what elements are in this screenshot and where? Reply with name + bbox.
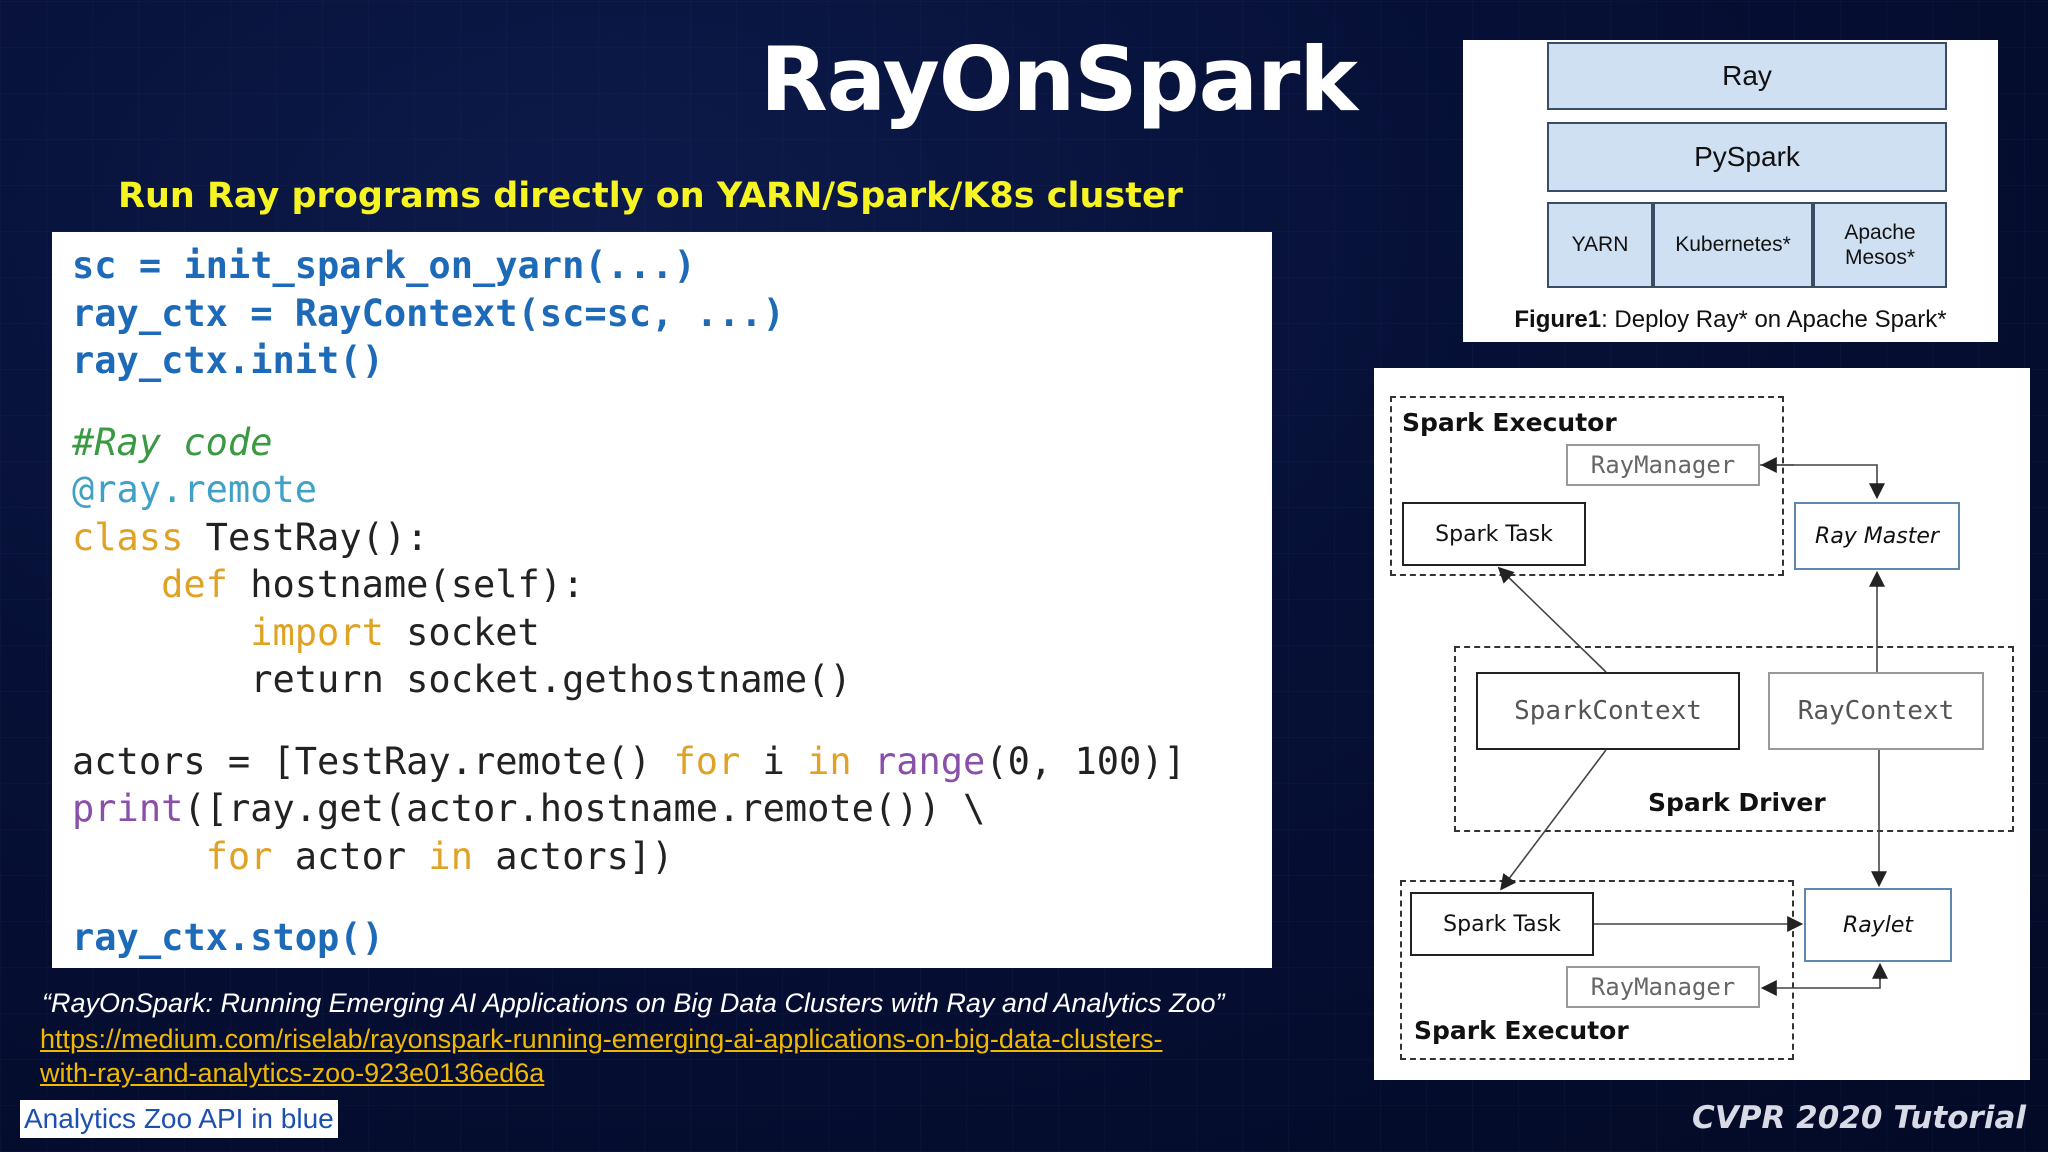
pyspark-layer: PySpark bbox=[1547, 122, 1947, 192]
code-indent bbox=[72, 611, 250, 654]
code-line-import: import socket bbox=[72, 609, 1252, 657]
builtin-range: range bbox=[873, 739, 986, 783]
code-line-actors: actors = [TestRay.remote() for i in rang… bbox=[72, 738, 1252, 786]
code-text: (0, 100)] bbox=[985, 739, 1186, 783]
raylet: Raylet bbox=[1804, 888, 1952, 962]
code-line-class: class TestRay(): bbox=[72, 514, 1252, 562]
code-gap bbox=[72, 880, 1252, 914]
yarn-layer: YARN bbox=[1547, 202, 1653, 288]
spark-task-bottom: Spark Task bbox=[1410, 892, 1594, 956]
kubernetes-layer: Kubernetes* bbox=[1653, 202, 1813, 288]
reference-link-line2[interactable]: with-ray-and-analytics-zoo-923e0136ed6a bbox=[40, 1058, 545, 1088]
figure1-caption-label: Figure1 bbox=[1514, 306, 1602, 333]
keyword-in: in bbox=[428, 834, 473, 878]
keyword-def: def bbox=[161, 563, 228, 606]
code-text: hostname(self): bbox=[227, 563, 585, 606]
code-indent bbox=[72, 835, 206, 878]
figure2-architecture-diagram: Spark Executor RayManager Spark Task Ray… bbox=[1374, 368, 2030, 1080]
api-note-label: Analytics Zoo API in blue bbox=[20, 1100, 338, 1138]
code-indent bbox=[72, 563, 161, 606]
code-line-ray-init: ray_ctx.init() bbox=[72, 339, 384, 382]
reference-link[interactable]: https://medium.com/riselab/rayonspark-ru… bbox=[40, 1022, 1340, 1090]
figure1-stack-diagram: Ray PySpark YARN Kubernetes* Apache Meso… bbox=[1463, 40, 1998, 342]
reference-quote: “RayOnSpark: Running Emerging AI Applica… bbox=[42, 988, 1225, 1018]
code-line-print: print([ray.get(actor.hostname.remote()) … bbox=[72, 785, 1252, 833]
code-gap bbox=[72, 385, 1252, 419]
spark-executor-top-label: Spark Executor bbox=[1402, 408, 1617, 437]
code-text: actors]) bbox=[472, 834, 674, 878]
spark-driver-label: Spark Driver bbox=[1648, 788, 1826, 817]
keyword-class: class bbox=[72, 515, 184, 559]
builtin-print: print bbox=[72, 787, 184, 830]
spark-task-top: Spark Task bbox=[1402, 502, 1586, 566]
reference-link-line1[interactable]: https://medium.com/riselab/rayonspark-ru… bbox=[40, 1024, 1163, 1054]
slide-title: RayOnSpark bbox=[760, 28, 1358, 131]
code-line-for-actor: for actor in actors]) bbox=[72, 833, 1252, 881]
code-line-decorator: @ray.remote bbox=[72, 468, 318, 511]
code-line-return: return socket.gethostname() bbox=[72, 658, 852, 701]
slide-subtitle: Run Ray programs directly on YARN/Spark/… bbox=[118, 176, 1183, 216]
code-text bbox=[852, 740, 874, 783]
keyword-in: in bbox=[807, 739, 852, 783]
code-line-comment: #Ray code bbox=[72, 420, 273, 464]
ray-manager-bottom: RayManager bbox=[1566, 966, 1760, 1008]
code-line-ray-stop: ray_ctx.stop() bbox=[72, 916, 384, 959]
code-line-ray-context: ray_ctx = RayContext(sc=sc, ...) bbox=[72, 291, 785, 335]
code-gap bbox=[72, 704, 1252, 738]
code-line-init-spark: sc = init_spark_on_yarn(...) bbox=[72, 244, 696, 287]
keyword-for: for bbox=[673, 739, 741, 783]
ray-layer: Ray bbox=[1547, 42, 1947, 110]
spark-context: SparkContext bbox=[1476, 672, 1740, 750]
code-panel: sc = init_spark_on_yarn(...) ray_ctx = R… bbox=[52, 232, 1272, 968]
code-text: actors = [TestRay.remote() bbox=[72, 739, 674, 783]
ray-manager-top: RayManager bbox=[1566, 444, 1760, 486]
spark-driver-group bbox=[1454, 646, 2014, 832]
keyword-import: import bbox=[250, 610, 384, 654]
code-text: socket bbox=[383, 610, 540, 654]
figure1-caption-text: : Deploy Ray* on Apache Spark* bbox=[1601, 306, 1947, 333]
footer-label: CVPR 2020 Tutorial bbox=[1692, 1100, 2026, 1136]
code-text: actor bbox=[272, 834, 429, 878]
code-text: i bbox=[740, 739, 808, 783]
keyword-for: for bbox=[205, 834, 273, 878]
mesos-line1: Apache bbox=[1844, 221, 1916, 244]
mesos-line2: Mesos* bbox=[1844, 246, 1916, 269]
ray-context: RayContext bbox=[1768, 672, 1984, 750]
code-text: ([ray.get(actor.hostname.remote()) \ bbox=[183, 787, 986, 830]
spark-executor-bottom-label: Spark Executor bbox=[1414, 1016, 1629, 1045]
code-text: TestRay(): bbox=[183, 515, 429, 559]
code-line-def: def hostname(self): bbox=[72, 561, 1252, 609]
figure1-caption: Figure1: Deploy Ray* on Apache Spark* bbox=[1463, 306, 1998, 334]
ray-master: Ray Master bbox=[1794, 502, 1960, 570]
mesos-layer: Apache Mesos* bbox=[1813, 202, 1947, 288]
